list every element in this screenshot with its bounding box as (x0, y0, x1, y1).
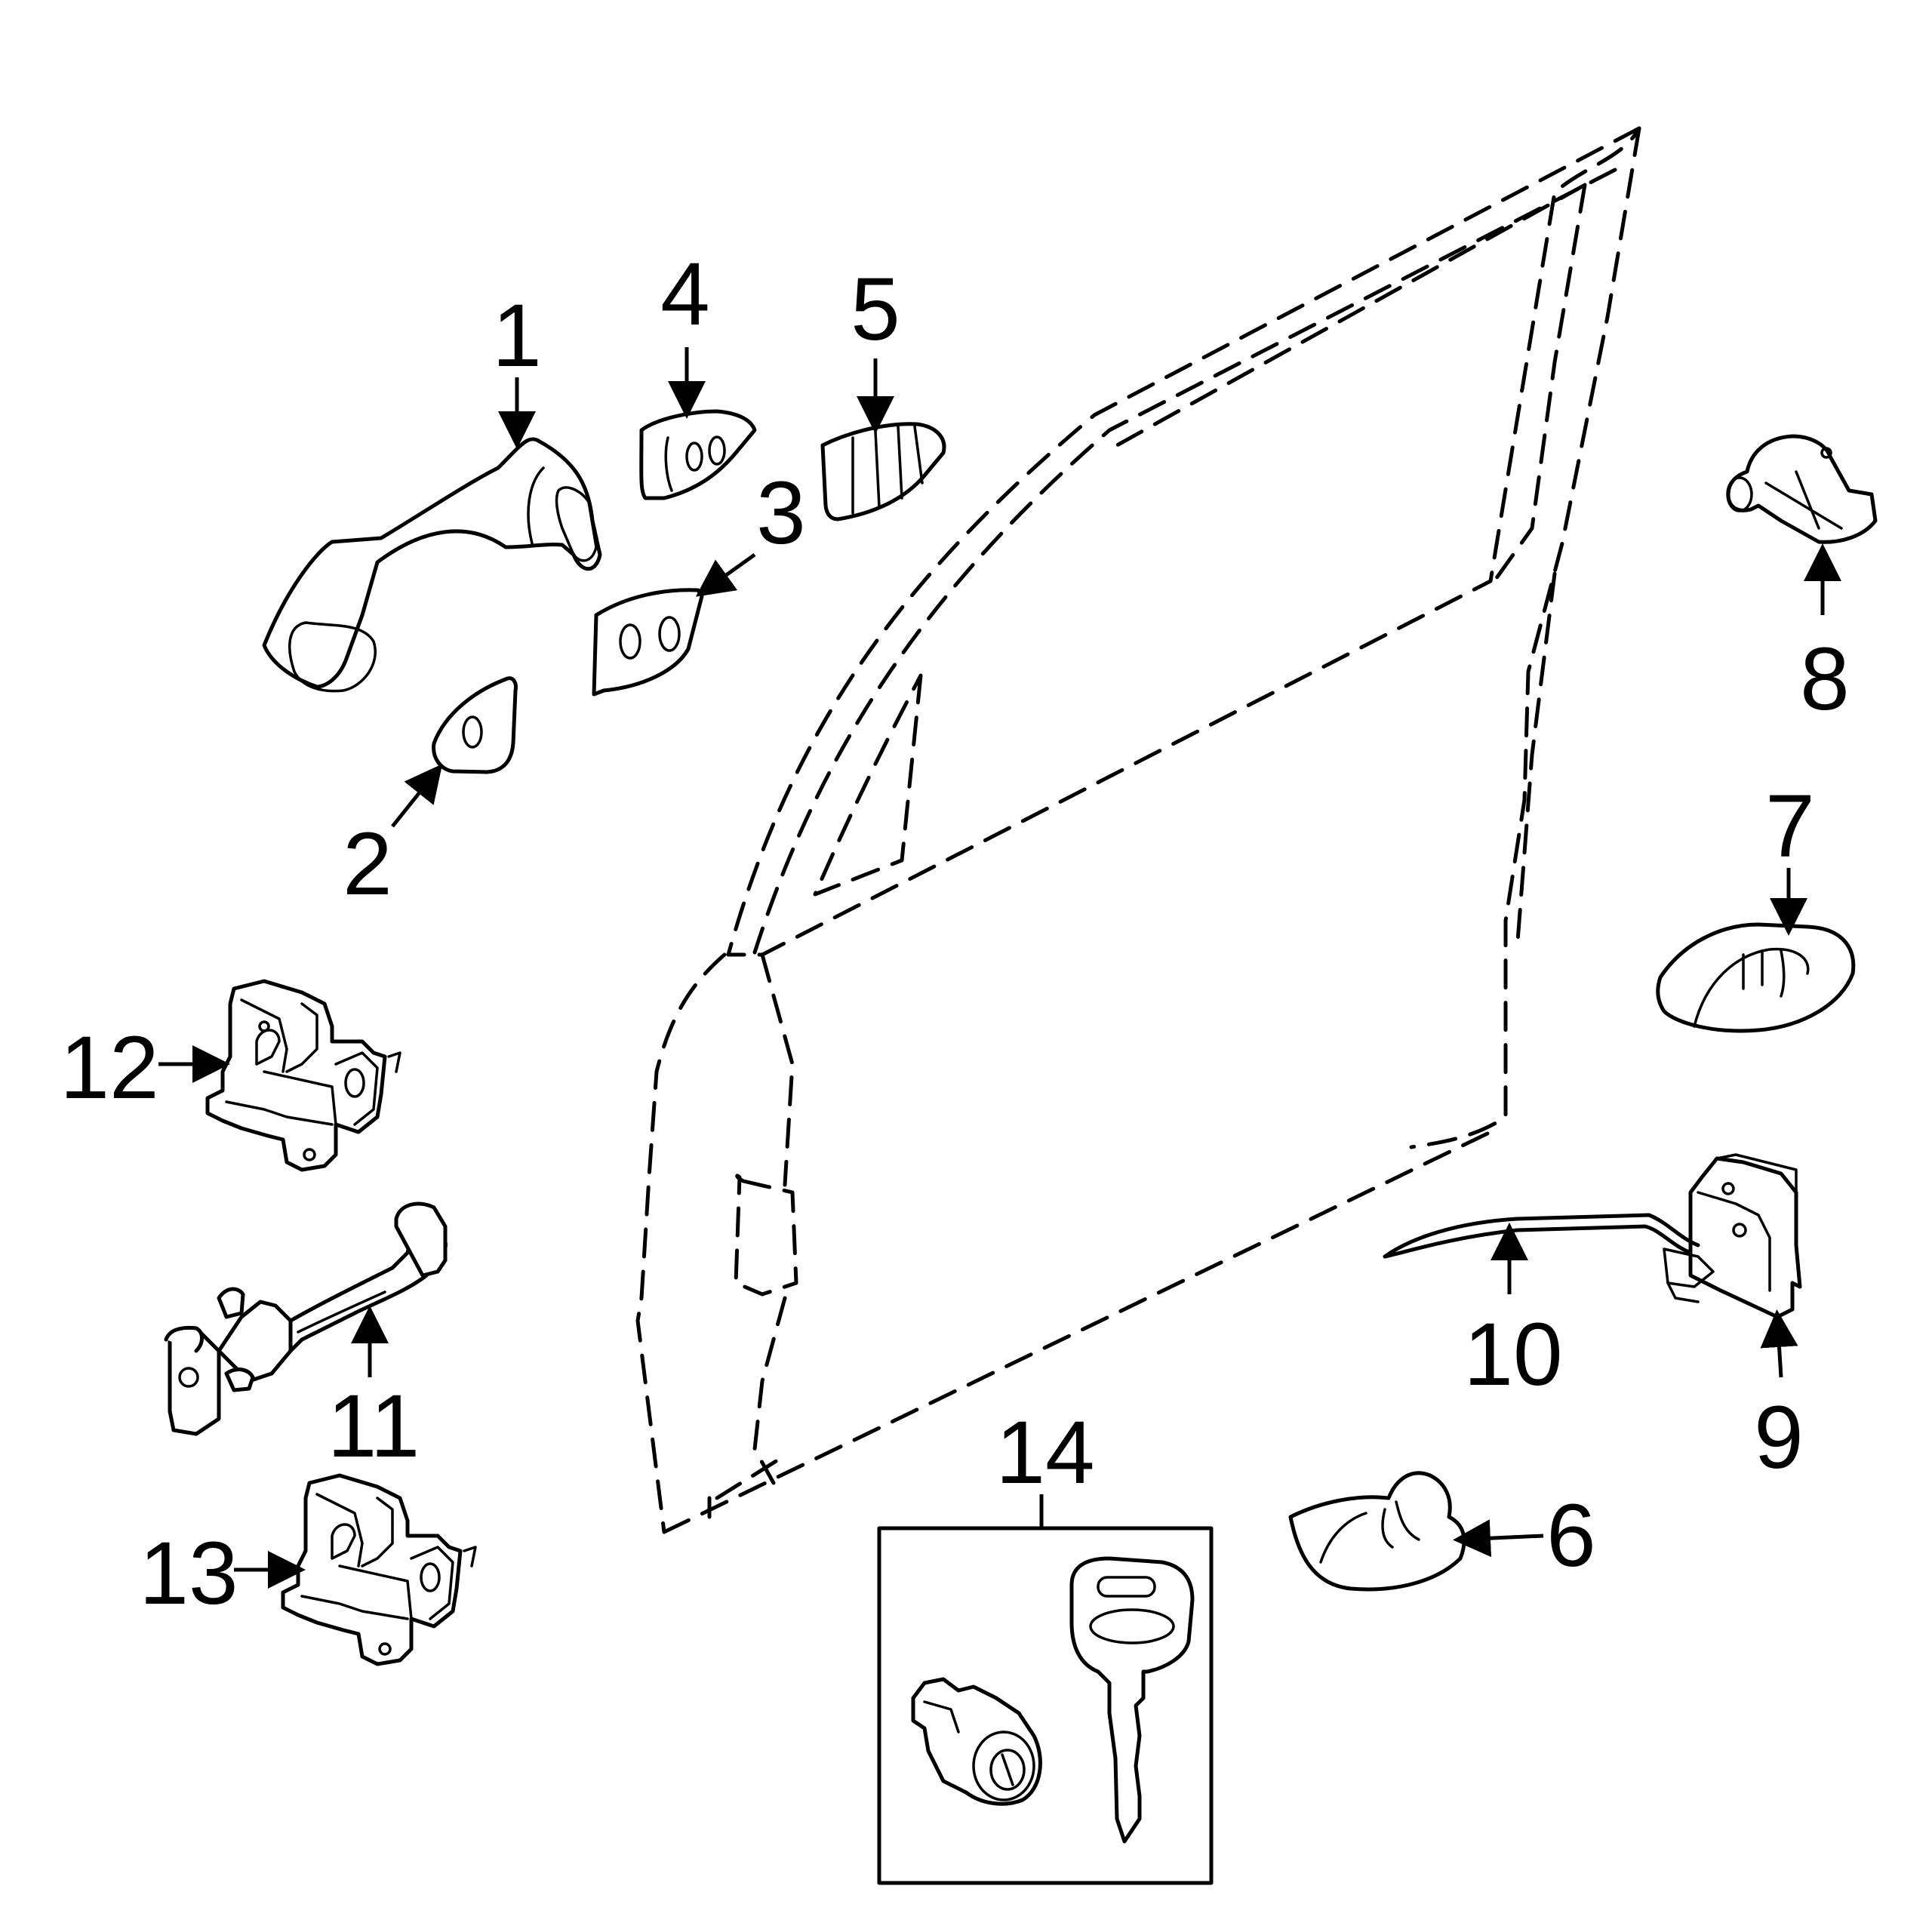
callout-numbers: 1 2 3 4 5 6 7 8 9 10 11 12 13 14 (60, 245, 1849, 1623)
door-striker (1726, 434, 1878, 544)
callout-10: 10 (1463, 1305, 1562, 1404)
lower-door-hinge (281, 1473, 477, 1666)
leader-6 (1453, 1519, 1544, 1558)
leader-9 (1760, 1309, 1798, 1378)
callout-4: 4 (660, 245, 710, 344)
callout-8: 8 (1800, 629, 1850, 729)
lock-rod (1383, 1213, 1700, 1259)
leader-2 (391, 764, 443, 828)
callout-2: 2 (343, 814, 392, 914)
callout-14: 14 (995, 1403, 1094, 1503)
callout-7: 7 (1765, 777, 1815, 876)
rear-handle-pad (592, 588, 704, 697)
leader-lines (158, 347, 1841, 1589)
handle-pad (432, 676, 518, 774)
inside-door-handle (1288, 1471, 1466, 1592)
door-latch (1663, 1153, 1802, 1319)
door-shell-outline (635, 126, 1641, 1534)
lock-cylinder (911, 1677, 1042, 1806)
lock-cylinder-kit (877, 1526, 1214, 1885)
ignition-key (1069, 1556, 1195, 1844)
callout-9: 9 (1754, 1388, 1804, 1487)
upper-door-hinge (205, 979, 401, 1172)
callout-11: 11 (328, 1377, 420, 1476)
callout-6: 6 (1546, 1486, 1596, 1586)
callout-12: 12 (60, 1018, 158, 1118)
inside-handle-bezel (1656, 922, 1856, 1033)
door-check (164, 1201, 448, 1436)
ribbed-handle-cover (820, 422, 946, 521)
callout-1: 1 (492, 286, 542, 386)
handle-bezel (639, 409, 757, 500)
leader-3 (695, 552, 756, 597)
callout-3: 3 (756, 463, 806, 563)
callout-5: 5 (851, 260, 900, 359)
callout-13: 13 (139, 1524, 238, 1623)
outside-door-handle (262, 437, 602, 693)
